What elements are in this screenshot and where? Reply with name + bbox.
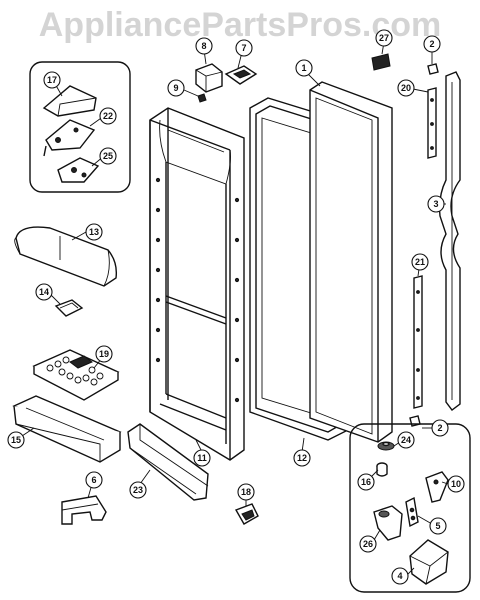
inset-box-hinge-covers	[29, 61, 131, 193]
part-16-washer[interactable]	[376, 462, 388, 477]
part-10-hinge-bracket[interactable]	[425, 471, 449, 503]
part-15-door-bin[interactable]	[12, 395, 122, 463]
inset-box-hinge-hardware	[349, 423, 471, 593]
callout-26[interactable]: 26	[359, 535, 377, 553]
callout-15[interactable]: 15	[7, 431, 25, 449]
part-4-hinge[interactable]	[409, 539, 449, 585]
part-1-door-panel[interactable]	[309, 81, 393, 443]
part-27-label[interactable]	[371, 53, 391, 71]
svg-text:12: 12	[297, 453, 307, 463]
part-11-door-liner[interactable]	[149, 107, 245, 461]
part-5-hinge-plate[interactable]	[405, 496, 419, 528]
svg-text:10: 10	[451, 479, 461, 489]
part-22-hinge-plate[interactable]	[43, 119, 96, 157]
callout-20[interactable]: 20	[397, 79, 415, 97]
svg-text:22: 22	[103, 111, 113, 121]
callout-17[interactable]: 17	[43, 71, 61, 89]
part-7-switch[interactable]	[224, 65, 258, 85]
svg-text:17: 17	[47, 75, 57, 85]
callout-11[interactable]: 11	[193, 449, 211, 467]
svg-text:5: 5	[435, 521, 440, 531]
part-8-switch-housing[interactable]	[195, 63, 223, 93]
callout-9[interactable]: 9	[167, 79, 185, 97]
svg-text:9: 9	[173, 83, 178, 93]
svg-text:19: 19	[99, 349, 109, 359]
callout-4[interactable]: 4	[391, 567, 409, 585]
svg-text:15: 15	[11, 435, 21, 445]
svg-text:7: 7	[241, 43, 246, 53]
part-18-clip[interactable]	[234, 503, 259, 525]
watermark: AppliancePartsPros.com	[38, 6, 442, 44]
svg-text:2: 2	[437, 423, 442, 433]
callout-19[interactable]: 19	[95, 345, 113, 363]
svg-text:11: 11	[197, 453, 207, 463]
svg-text:20: 20	[401, 83, 411, 93]
part-9-screw[interactable]	[197, 93, 207, 103]
callout-23[interactable]: 23	[129, 481, 147, 499]
svg-text:8: 8	[201, 41, 206, 51]
part-21-strip[interactable]	[413, 275, 423, 409]
svg-text:21: 21	[415, 257, 425, 267]
callout-2-top[interactable]: 2	[423, 35, 441, 53]
callout-13[interactable]: 13	[85, 223, 103, 241]
callout-22[interactable]: 22	[99, 107, 117, 125]
callout-18[interactable]: 18	[237, 483, 255, 501]
callout-12[interactable]: 12	[293, 449, 311, 467]
callout-2-bottom[interactable]: 2	[431, 419, 449, 437]
svg-text:1: 1	[301, 63, 306, 73]
callout-1[interactable]: 1	[295, 59, 313, 77]
part-26-hinge-pin-bracket[interactable]	[373, 505, 403, 541]
svg-text:25: 25	[103, 151, 113, 161]
part-19-egg-bin[interactable]	[32, 349, 120, 401]
part-23-shelf-bar[interactable]	[127, 423, 209, 501]
callout-5[interactable]: 5	[429, 517, 447, 535]
part-3-door-handle[interactable]	[438, 71, 461, 411]
svg-text:16: 16	[361, 477, 371, 487]
part-13-dairy-door[interactable]	[14, 226, 118, 287]
svg-text:24: 24	[401, 435, 411, 445]
callout-24[interactable]: 24	[397, 431, 415, 449]
callout-8[interactable]: 8	[195, 37, 213, 55]
svg-text:27: 27	[379, 33, 389, 43]
callout-14[interactable]: 14	[35, 283, 53, 301]
part-6-bracket[interactable]	[61, 495, 107, 525]
callout-16[interactable]: 16	[357, 473, 375, 491]
svg-text:2: 2	[429, 39, 434, 49]
callout-3[interactable]: 3	[427, 195, 445, 213]
callout-25[interactable]: 25	[99, 147, 117, 165]
part-25-hinge-bracket[interactable]	[57, 157, 100, 183]
part-20-strip[interactable]	[427, 87, 437, 159]
part-24-bushing[interactable]	[377, 441, 395, 451]
callout-10[interactable]: 10	[447, 475, 465, 493]
callout-27[interactable]: 27	[375, 29, 393, 47]
svg-text:26: 26	[363, 539, 373, 549]
part-17-hinge-cover[interactable]	[42, 85, 97, 117]
svg-text:18: 18	[241, 487, 251, 497]
svg-text:13: 13	[89, 227, 99, 237]
part-2-cap-top[interactable]	[427, 63, 439, 75]
svg-text:4: 4	[397, 571, 402, 581]
callout-7[interactable]: 7	[235, 39, 253, 57]
svg-text:3: 3	[433, 199, 438, 209]
part-14-clip[interactable]	[54, 299, 84, 317]
callout-21[interactable]: 21	[411, 253, 429, 271]
svg-text:23: 23	[133, 485, 143, 495]
callout-6[interactable]: 6	[85, 471, 103, 489]
svg-text:14: 14	[39, 287, 49, 297]
svg-text:6: 6	[91, 475, 96, 485]
